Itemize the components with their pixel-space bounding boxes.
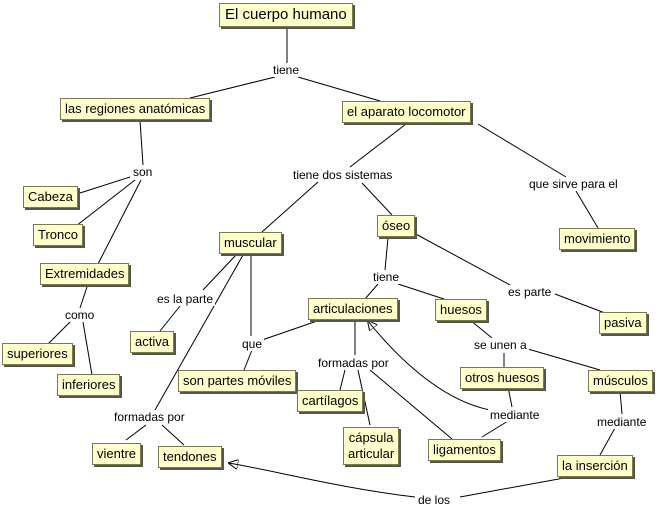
link-label-tiene-dos-sistemas: tiene dos sistemas xyxy=(291,168,395,182)
concept-articulaciones[interactable]: articulaciones xyxy=(308,298,398,320)
link-insercion-de-los xyxy=(459,475,576,498)
link-oseo-tiene xyxy=(384,237,389,271)
link-muscular-formadas-por xyxy=(154,254,244,411)
link-label-mediante-ligamentos: mediante xyxy=(488,408,542,422)
concept-partes-moviles[interactable]: son partes móviles xyxy=(178,370,297,392)
concept-cuerpo-humano[interactable]: El cuerpo humano xyxy=(219,3,353,27)
concept-regiones-anatomicas[interactable]: las regiones anatómicas xyxy=(60,98,211,120)
link-mediante-insercion xyxy=(599,427,616,456)
link-label-es-parte: es parte xyxy=(506,285,554,299)
concept-capsula-line-1: cápsula xyxy=(348,430,394,445)
arrow-de-los-tendones xyxy=(229,463,416,498)
concept-aparato-locomotor[interactable]: el aparato locomotor xyxy=(342,101,471,123)
link-formadas-vientre xyxy=(125,424,147,441)
link-es-parte-pasiva xyxy=(554,293,606,314)
concept-extremidades[interactable]: Extremidades xyxy=(40,263,130,285)
link-tiene-locomotor xyxy=(297,76,381,102)
link-otros-mediante xyxy=(507,386,513,408)
concept-insercion[interactable]: la inserción xyxy=(557,455,633,477)
link-locomotor-tiene-dos xyxy=(349,123,407,168)
concept-tendones[interactable]: tendones xyxy=(158,446,222,468)
link-articulaciones-que xyxy=(261,319,321,341)
link-label-formadas-por-muscular: formadas por xyxy=(112,410,187,424)
concept-pasiva[interactable]: pasiva xyxy=(599,312,647,334)
link-como-superiores xyxy=(47,320,72,345)
link-label-como: como xyxy=(63,308,97,322)
concept-huesos[interactable]: huesos xyxy=(435,299,487,321)
link-label-mediante-insercion: mediante xyxy=(595,415,649,429)
link-musculos-mediante xyxy=(619,390,623,415)
link-son-tronco xyxy=(75,179,136,227)
link-regiones-son xyxy=(139,119,144,166)
link-label-tiene-oseo: tiene xyxy=(371,270,402,284)
concept-capsula-articular[interactable]: cápsula articular xyxy=(343,427,400,465)
link-huesos-se-unen xyxy=(469,319,493,339)
link-extremidades-como xyxy=(79,283,89,309)
link-formadas-ligamentos xyxy=(369,369,453,440)
concept-musculos[interactable]: músculos xyxy=(588,370,653,392)
link-locomotor-que-sirve xyxy=(477,123,567,178)
arrow-mediante-articulaciones xyxy=(368,321,491,411)
concept-superiores[interactable]: superiores xyxy=(2,343,73,365)
link-formadas-tendones xyxy=(161,424,185,446)
concept-inferiores[interactable]: inferiores xyxy=(57,374,121,396)
link-tiene-huesos xyxy=(397,283,445,300)
link-son-cabeza xyxy=(79,176,131,194)
link-tiene-dos-muscular xyxy=(261,181,319,233)
link-mediante-ligamentos xyxy=(481,420,509,438)
link-se-unen-musculos xyxy=(527,348,601,371)
link-tiene-regiones xyxy=(189,76,276,99)
link-formadas-cartilagos xyxy=(339,369,346,391)
link-tiene-articulaciones xyxy=(364,283,379,300)
link-que-partes-moviles xyxy=(243,349,253,371)
link-label-que-sirve: que sirve para el xyxy=(527,177,620,191)
link-label-que: que xyxy=(240,337,265,351)
concept-movimiento[interactable]: movimiento xyxy=(559,228,636,250)
link-label-formadas-por-articulaciones: formadas por xyxy=(316,356,391,370)
link-label-de-los: de los xyxy=(416,493,453,507)
link-label-es-la-parte: es la parte xyxy=(155,292,216,306)
link-tiene-dos-oseo xyxy=(361,182,393,216)
link-label-se-unen-a: se unen a xyxy=(472,338,529,352)
concept-otros-huesos[interactable]: otros huesos xyxy=(460,367,545,389)
link-oseo-es-parte xyxy=(411,231,511,286)
link-formadas-capsula xyxy=(357,369,371,426)
link-label-tiene: tiene xyxy=(271,63,302,77)
concept-vientre[interactable]: vientre xyxy=(92,443,142,465)
concept-muscular[interactable]: muscular xyxy=(219,232,282,254)
link-son-extremidades xyxy=(97,179,142,265)
concept-tronco[interactable]: Tronco xyxy=(33,224,83,246)
concept-activa[interactable]: activa xyxy=(130,331,174,353)
link-es-la-parte-activa xyxy=(159,305,181,332)
concept-ligamentos[interactable]: ligamentos xyxy=(428,439,501,461)
concept-capsula-line-2: articular xyxy=(348,446,395,461)
concept-cartilagos[interactable]: cartílagos xyxy=(297,390,364,412)
concept-oseo[interactable]: óseo xyxy=(377,215,416,237)
link-que-sirve-movimiento xyxy=(575,190,599,229)
link-muscular-es-la-parte xyxy=(202,254,237,291)
link-label-son: son xyxy=(131,165,155,179)
link-como-inferiores xyxy=(82,321,93,376)
concept-cabeza[interactable]: Cabeza xyxy=(23,186,78,208)
